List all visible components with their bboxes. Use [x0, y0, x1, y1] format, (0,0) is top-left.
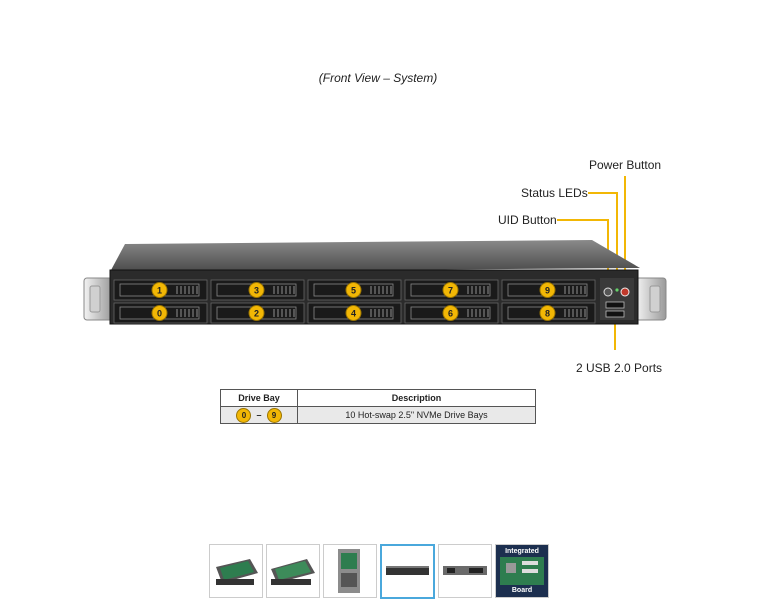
bay-badge-icon	[248, 282, 265, 298]
header-drive-bay: Drive Bay	[220, 389, 298, 407]
thumbnail-chassis-top-1[interactable]	[209, 544, 263, 598]
table-header-row: Drive Bay Description	[220, 389, 536, 407]
bay-number: 4	[351, 309, 356, 319]
drive-bay-3[interactable]: 3	[210, 279, 305, 301]
bay-badge-icon	[539, 282, 556, 298]
bay-number: 5	[351, 286, 356, 296]
control-panel	[600, 278, 634, 320]
header-description: Description	[297, 389, 536, 407]
power-button-icon[interactable]	[620, 287, 630, 297]
drive-bay-7[interactable]: 7	[404, 279, 499, 301]
bay-badge-icon	[151, 282, 168, 298]
drive-bay-4[interactable]: 4	[307, 302, 402, 324]
bay-badge-icon: 0	[236, 407, 252, 423]
thumbnail-strip: Integrated Board	[209, 544, 549, 600]
bay-number: 3	[254, 286, 259, 296]
power-button-callout: Power Button	[589, 158, 662, 172]
thumbnail-chassis-open[interactable]	[323, 544, 377, 598]
bay-number: 7	[448, 286, 453, 296]
thumbnail-label-bottom: Board	[496, 585, 548, 596]
chassis-top-cover	[110, 240, 640, 272]
bay-badge-icon	[151, 305, 168, 321]
bay-number: 9	[545, 286, 550, 296]
uid-button-callout: UID Button	[498, 213, 557, 227]
bay-badge-icon	[442, 305, 459, 321]
drive-bay-0[interactable]: 0	[113, 302, 208, 324]
thumbnail-label-top: Integrated	[496, 546, 548, 557]
drive-bays: 1 3 5 7 9 0 2 4 6 8	[113, 279, 596, 324]
bay-number: 0	[157, 309, 162, 319]
thumbnail-rear-view[interactable]	[438, 544, 492, 598]
bay-badge-icon	[248, 305, 265, 321]
bay-number: 6	[448, 309, 453, 319]
drive-bay-2[interactable]: 2	[210, 302, 305, 324]
drive-bay-8[interactable]: 8	[501, 302, 596, 324]
thumbnail-integrated-board[interactable]: Integrated Board	[495, 544, 549, 598]
view-caption: (Front View – System)	[318, 71, 438, 85]
server-front-view: 1 3 5 7 9 0 2 4 6 8	[83, 176, 667, 350]
usb-port-icon[interactable]	[605, 301, 625, 309]
description-cell: 10 Hot-swap 2.5" NVMe Drive Bays	[297, 406, 536, 424]
left-rack-ear	[83, 277, 113, 321]
range-dash: –	[256, 410, 262, 420]
drive-bay-9[interactable]: 9	[501, 279, 596, 301]
bay-badge-icon	[539, 305, 556, 321]
thumbnail-chassis-top-2[interactable]	[266, 544, 320, 598]
bay-badge-icon: 9	[266, 407, 282, 423]
bay-number: 8	[545, 309, 550, 319]
drive-bay-6[interactable]: 6	[404, 302, 499, 324]
table-row: 0–9 10 Hot-swap 2.5" NVMe Drive Bays	[220, 406, 536, 424]
drive-bay-5[interactable]: 5	[307, 279, 402, 301]
usb-port-icon[interactable]	[605, 310, 625, 318]
drive-bay-table: Drive Bay Description 0–9 10 Hot-swap 2.…	[220, 389, 536, 424]
bay-number: 1	[157, 286, 162, 296]
status-leds-callout: Status LEDs	[521, 186, 588, 200]
right-rack-ear	[635, 277, 667, 321]
thumbnail-front-view[interactable]	[380, 544, 435, 599]
bay-range-cell: 0–9	[220, 406, 298, 424]
bay-badge-icon	[345, 305, 362, 321]
status-led-icon	[615, 288, 619, 292]
drive-bay-1[interactable]: 1	[113, 279, 208, 301]
bay-number: 2	[254, 309, 259, 319]
bay-badge-icon	[345, 282, 362, 298]
bay-badge-icon	[442, 282, 459, 298]
usb-ports-callout: 2 USB 2.0 Ports	[576, 361, 663, 375]
uid-button-icon[interactable]	[603, 287, 613, 297]
